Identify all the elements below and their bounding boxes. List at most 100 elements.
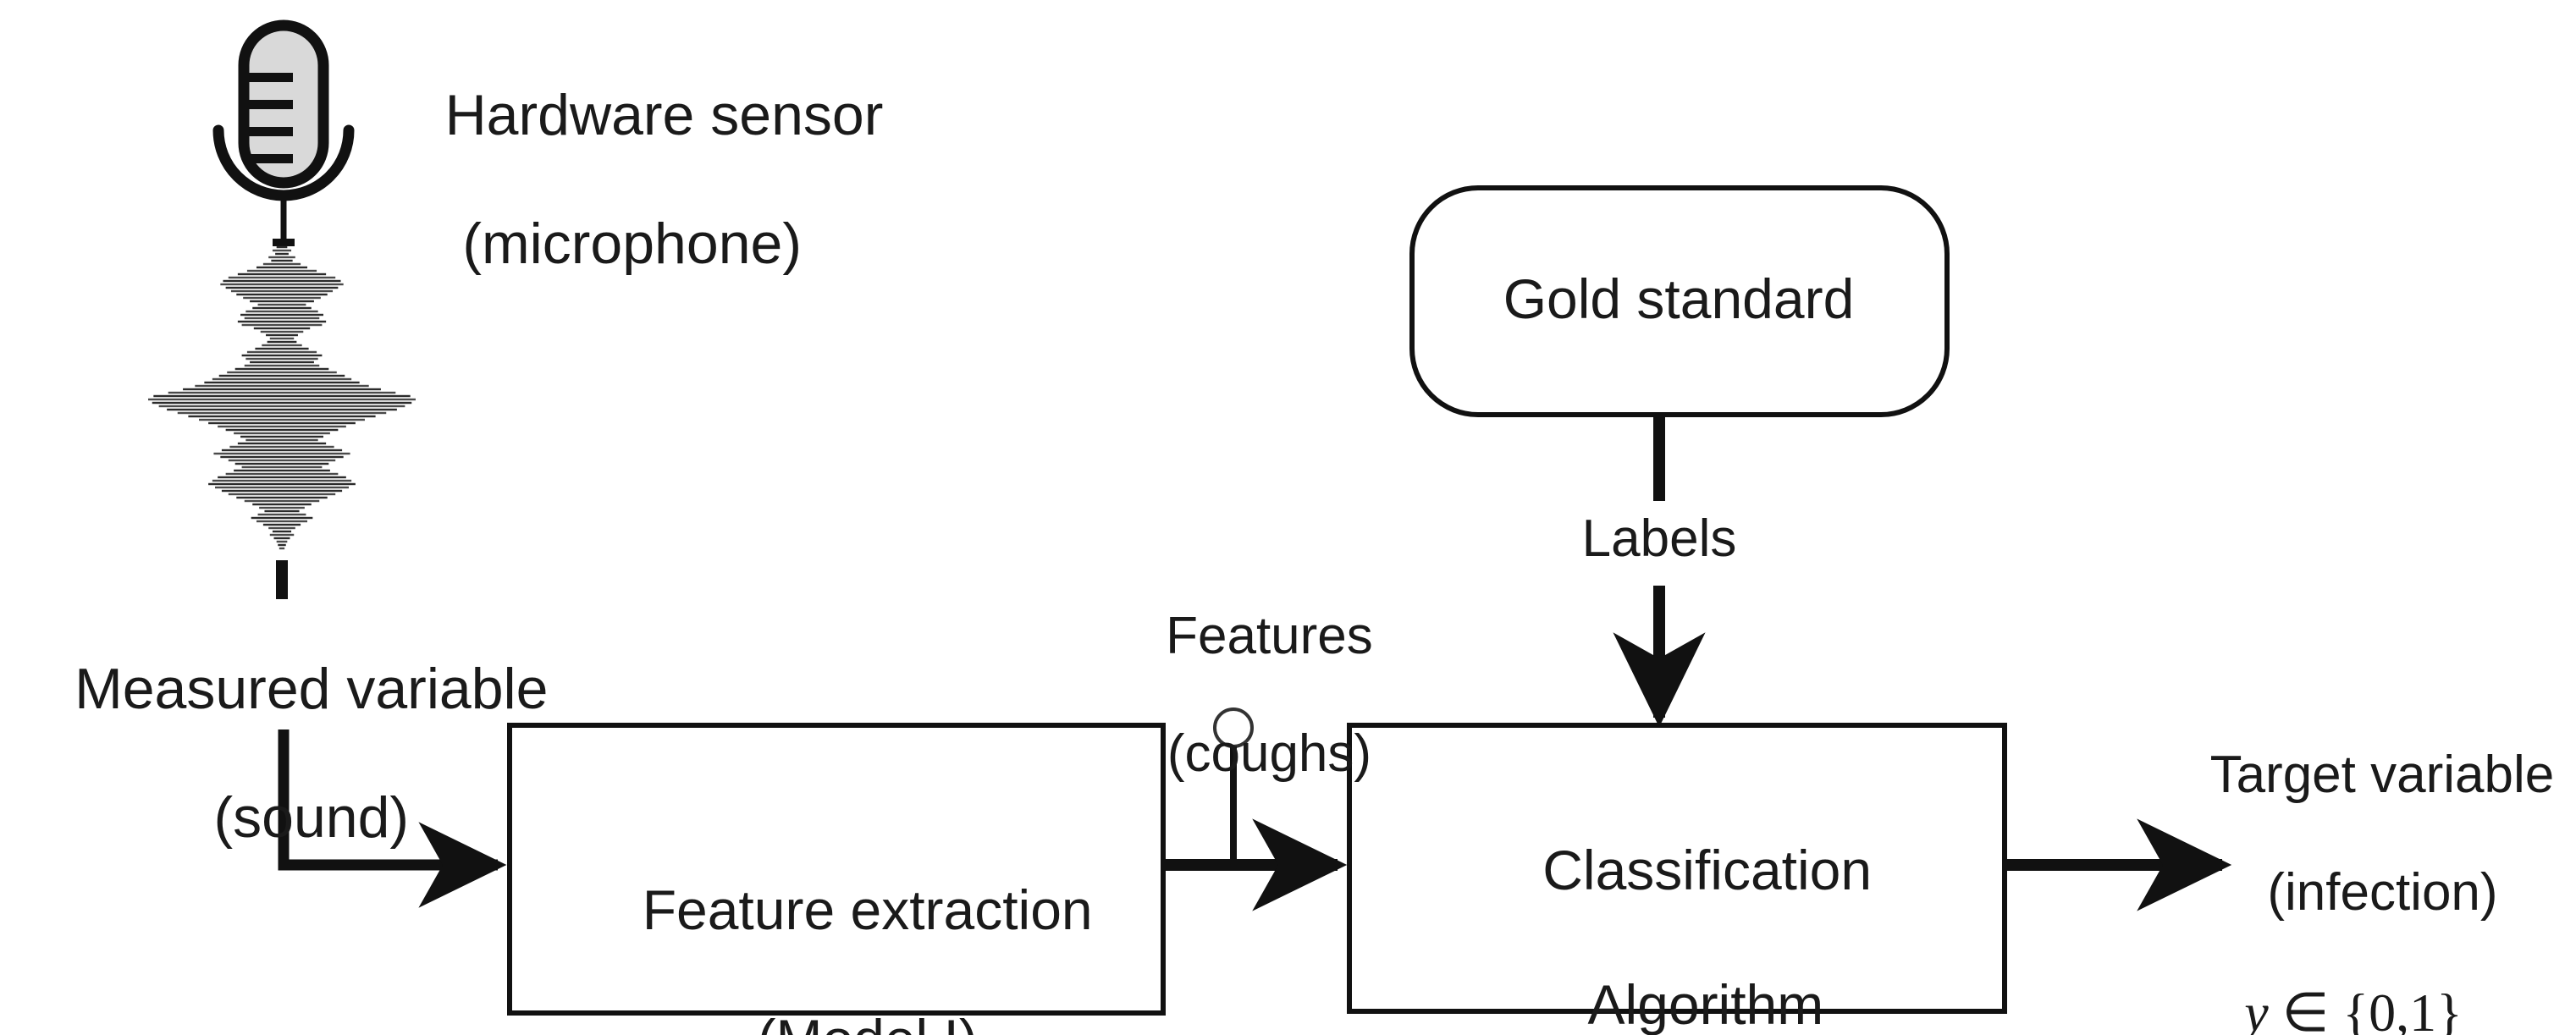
hardware-sensor-line1: Hardware sensor xyxy=(444,83,884,148)
waveform-bar xyxy=(158,405,405,408)
classifier-line2: Algorithm xyxy=(1587,972,1824,1035)
waveform-bar xyxy=(269,337,295,340)
waveform-bar xyxy=(234,469,330,472)
waveform-bar xyxy=(245,438,318,442)
waveform-bar xyxy=(234,367,329,371)
waveform-bar xyxy=(240,313,323,317)
waveform-bar xyxy=(272,530,292,533)
waveform-bar xyxy=(257,303,306,306)
feature-extraction-label: Feature extraction (Model I) xyxy=(508,812,1165,1035)
waveform-bar xyxy=(167,408,397,411)
waveform-bar xyxy=(246,350,317,354)
waveform-bar xyxy=(268,256,295,259)
waveform-bar xyxy=(223,279,341,283)
target-math-rest: ∈ {0,1} xyxy=(2268,983,2463,1035)
audio-waveform-icon xyxy=(148,245,416,599)
target-math-variable: y xyxy=(2244,983,2269,1035)
waveform-bar xyxy=(148,398,416,401)
waveform-bar xyxy=(221,449,343,452)
waveform-bar xyxy=(268,526,295,530)
waveform-bar xyxy=(244,317,320,320)
waveform-bar xyxy=(262,523,301,526)
waveform-bar xyxy=(269,533,295,537)
hardware-sensor-label: Hardware sensor (microphone) xyxy=(381,19,884,405)
waveform-bar xyxy=(234,432,330,435)
target-line2: (infection) xyxy=(2267,863,2498,922)
waveform-bar xyxy=(253,327,311,330)
waveform-bar xyxy=(225,428,339,432)
waveform-bar xyxy=(199,418,365,421)
waveform-bar xyxy=(259,506,305,509)
waveform-bar xyxy=(237,442,327,445)
waveform-bar xyxy=(204,381,360,384)
target-variable-label: Target variable (infection) y ∈ {0,1} xyxy=(2133,687,2573,1035)
waveform-bar xyxy=(244,364,320,367)
waveform-bar xyxy=(255,347,309,350)
features-line1: Features xyxy=(1166,607,1373,666)
waveform-bar xyxy=(273,537,290,540)
labels-edge-label: Labels xyxy=(1581,509,1737,568)
waveform-bar xyxy=(246,269,317,273)
waveform-bar xyxy=(271,259,293,262)
classifier-line1: Classification xyxy=(1542,839,1873,902)
target-line1: Target variable xyxy=(2209,746,2555,805)
waveform-bar xyxy=(279,547,285,550)
feature-extraction-line2: (Model I) xyxy=(757,1008,977,1035)
waveform-bar xyxy=(213,452,350,455)
waveform-bar xyxy=(244,499,320,503)
waveform-bar xyxy=(245,357,318,361)
waveform-bar xyxy=(208,421,356,425)
waveform-bar xyxy=(250,361,314,364)
waveform-bar xyxy=(251,516,313,520)
waveform-bar xyxy=(257,513,306,516)
waveform-bar xyxy=(267,340,297,344)
waveform-bar xyxy=(183,388,381,391)
waveform-bar xyxy=(168,391,396,394)
waveform-bar xyxy=(152,401,412,405)
waveform-bar xyxy=(228,493,336,496)
waveform-bar xyxy=(215,486,349,489)
waveform-bar xyxy=(188,415,376,418)
gold-standard-label: Gold standard xyxy=(1503,267,1855,330)
waveform-bar xyxy=(220,455,344,459)
waveform-bar xyxy=(153,394,411,398)
measured-variable-line2: (sound) xyxy=(213,785,410,851)
features-coughs-label: Features (coughs) xyxy=(1105,548,1376,842)
waveform-bar xyxy=(218,476,346,479)
waveform-bar xyxy=(177,411,387,415)
waveform-bar xyxy=(276,540,288,543)
measured-variable-label: Measured variable (sound) xyxy=(8,592,550,915)
waveform-bar xyxy=(218,374,345,377)
waveform-bar xyxy=(220,283,344,286)
waveform-bar xyxy=(266,333,298,337)
waveform-bar xyxy=(252,306,312,310)
waveform-bar xyxy=(227,371,337,374)
waveform-bar xyxy=(234,462,329,465)
waveform-bar xyxy=(240,435,323,438)
waveform-bar xyxy=(230,289,334,293)
measured-variable-line1: Measured variable xyxy=(74,657,549,722)
waveform-bar xyxy=(264,509,300,513)
waveform-bar xyxy=(236,496,328,499)
waveform-bar xyxy=(195,384,369,388)
waveform-bar xyxy=(241,354,323,357)
waveform-bar xyxy=(275,252,289,256)
waveform-bar xyxy=(256,520,308,523)
waveform-bar xyxy=(262,344,302,347)
waveform-bar xyxy=(229,445,334,449)
waveform-bar xyxy=(241,465,323,469)
waveform-bar xyxy=(272,249,292,252)
waveform-bar xyxy=(245,310,318,313)
microphone-icon xyxy=(212,19,355,246)
waveform-bar xyxy=(221,489,343,493)
waveform-bar xyxy=(276,245,288,249)
waveform-bar xyxy=(237,273,327,276)
target-math-expression: y ∈ {0,1} xyxy=(2133,983,2573,1035)
waveform-bar xyxy=(278,543,286,547)
waveform-bar xyxy=(236,293,328,296)
waveform-bar xyxy=(241,323,323,327)
waveform-bar xyxy=(225,472,339,476)
waveform-bar xyxy=(237,320,327,323)
waveform-bar xyxy=(262,262,301,266)
hardware-sensor-line2: (microphone) xyxy=(462,212,802,277)
